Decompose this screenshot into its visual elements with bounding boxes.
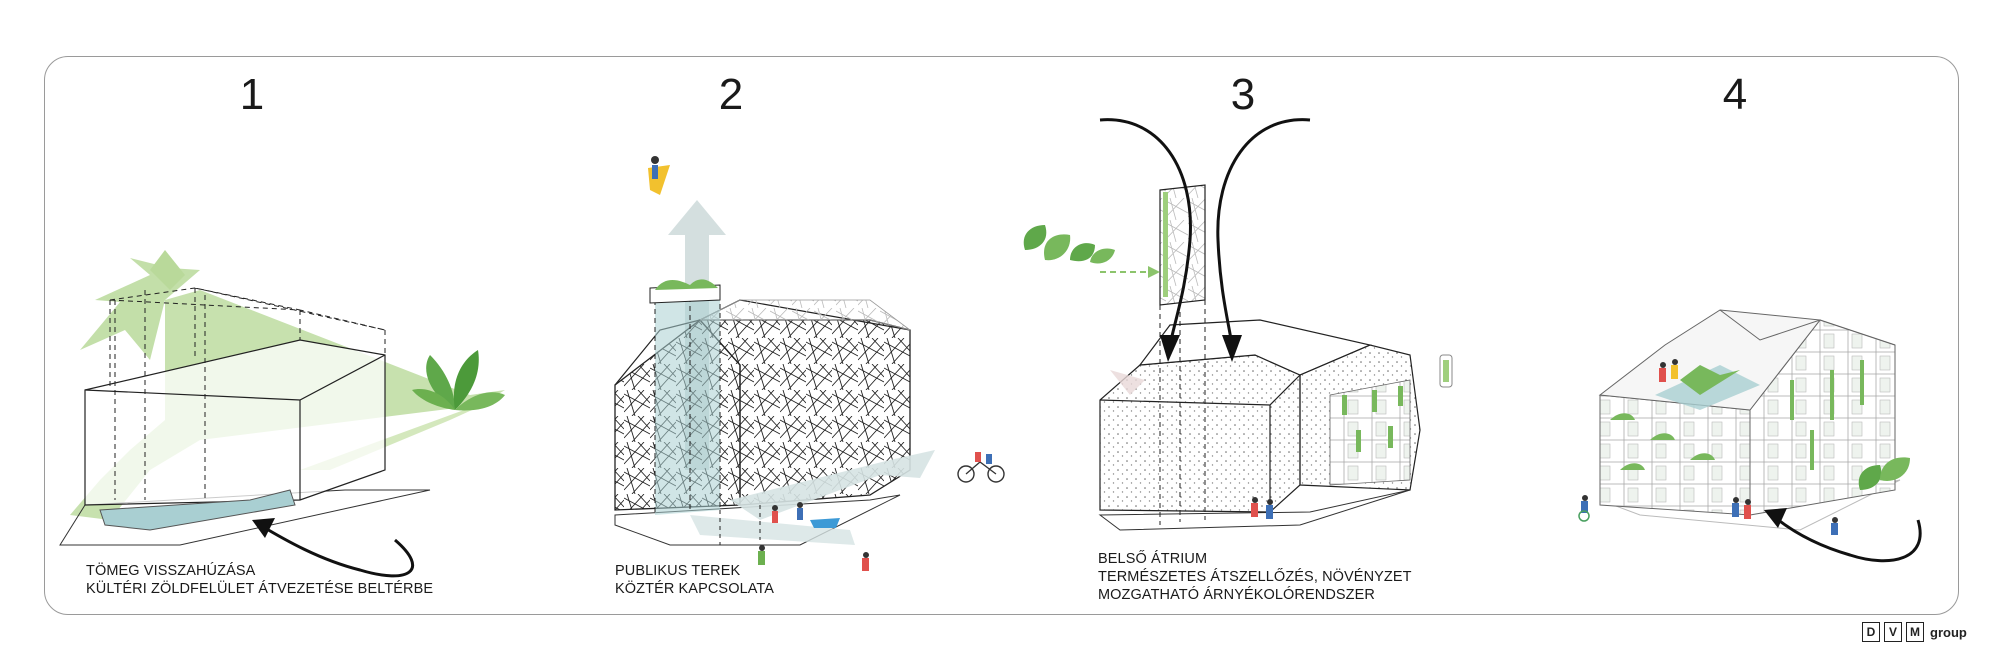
- panel-1-caption: TÖMEG VISSZAHÚZÁSA KÜLTÉRI ZÖLDFELÜLET Á…: [86, 562, 433, 598]
- panel-4-illustration: [1578, 309, 1922, 563]
- panel-1-number: 1: [239, 70, 265, 119]
- panel-2-caption-line-2: KÖZTÉR KAPCSOLATA: [615, 581, 775, 597]
- panel-1-illustration: [59, 250, 505, 578]
- panel-1-caption-line-2: KÜLTÉRI ZÖLDFELÜLET ÁTVEZETÉSE BELTÉRBE: [86, 581, 434, 597]
- panel-3-caption-line-1: BELSŐ ÁTRIUM: [1098, 551, 1208, 567]
- diagram-frame: [44, 56, 1959, 615]
- logo-letter-v: V: [1884, 622, 1902, 642]
- logo-letter-d: D: [1862, 622, 1880, 642]
- panel-2-illustration: [614, 156, 1005, 571]
- panel-3-number: 3: [1230, 70, 1256, 119]
- panel-3-caption: BELSŐ ÁTRIUM TERMÉSZETES ÁTSZELLŐZÉS, NÖ…: [1098, 550, 1412, 604]
- panel-3-caption-line-3: MOZGATHATÓ ÁRNYÉKOLÓRENDSZER: [1098, 587, 1375, 603]
- panel-4-number: 4: [1722, 70, 1748, 119]
- panel-1-caption-line-1: TÖMEG VISSZAHÚZÁSA: [86, 563, 256, 579]
- logo-letter-m: M: [1906, 622, 1924, 642]
- panel-2-caption: PUBLIKUS TEREK KÖZTÉR KAPCSOLATA: [615, 562, 774, 598]
- logo-word: group: [1930, 624, 1967, 640]
- panel-3-caption-line-2: TERMÉSZETES ÁTSZELLŐZÉS, NÖVÉNYZET: [1098, 569, 1412, 585]
- panel-3-illustration: [1023, 118, 1453, 531]
- people-icon: [648, 156, 1005, 571]
- dvm-group-logo: D V M group: [1862, 621, 1967, 643]
- panel-2-number: 2: [718, 70, 744, 119]
- panel-2-caption-line-1: PUBLIKUS TEREK: [615, 563, 741, 579]
